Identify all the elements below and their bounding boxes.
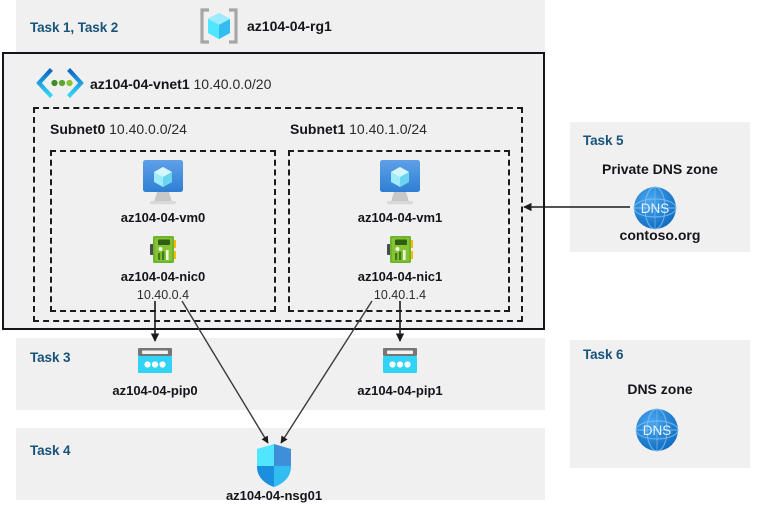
task6-heading: DNS zone — [627, 381, 693, 397]
svg-text:DNS: DNS — [641, 201, 670, 216]
virtual-machine-icon — [372, 158, 428, 206]
task3-panel — [16, 338, 545, 410]
nic1-label: az104-04-nic1 — [357, 269, 443, 284]
subnet1-inner-boundary — [288, 150, 510, 312]
virtual-machine-icon — [135, 158, 191, 206]
task-label-6: Task 6 — [583, 347, 624, 362]
vnet-title: az104-04-vnet1 10.40.0.0/20 — [90, 76, 271, 92]
subnet1-title: Subnet1 10.40.1.0/24 — [290, 121, 427, 137]
resource-group-name-text: az104-04-rg1 — [247, 18, 332, 34]
task5-zone-name: contoso.org — [619, 227, 701, 243]
public-ip-address-icon — [381, 345, 419, 377]
vnet-name: az104-04-vnet1 — [90, 76, 190, 92]
network-interface-icon — [147, 233, 180, 266]
network-security-group-icon — [254, 443, 294, 489]
pip0-label: az104-04-pip0 — [112, 383, 198, 398]
resource-group-icon — [198, 7, 240, 45]
subnet1-name: Subnet1 — [290, 121, 346, 137]
nic0-ip: 10.40.0.4 — [136, 288, 190, 302]
pip1-label: az104-04-pip1 — [357, 383, 443, 398]
nic1-ip: 10.40.1.4 — [373, 288, 427, 302]
subnet0-title: Subnet0 10.40.0.0/24 — [50, 121, 187, 137]
task-label-3: Task 3 — [30, 350, 71, 365]
public-ip-address-icon — [136, 345, 174, 377]
subnet0-inner-boundary — [50, 150, 276, 312]
vnet-cidr: 10.40.0.0/20 — [193, 76, 272, 92]
vm0-label: az104-04-vm0 — [120, 210, 206, 225]
network-interface-icon — [384, 233, 417, 266]
dns-zone-icon: DNS — [631, 184, 679, 232]
subnet1-cidr: 10.40.1.0/24 — [349, 121, 427, 137]
task-label-4: Task 4 — [30, 443, 71, 458]
subnet0-cidr: 10.40.0.0/24 — [109, 121, 187, 137]
task5-panel — [570, 122, 750, 252]
dns-zone-icon: DNS — [633, 406, 681, 454]
subnets-group-boundary — [33, 107, 523, 322]
nsg-label: az104-04-nsg01 — [225, 488, 323, 503]
vm1-label: az104-04-vm1 — [357, 210, 443, 225]
svg-text:DNS: DNS — [643, 423, 672, 438]
vnet-container — [2, 52, 545, 330]
task5-heading: Private DNS zone — [602, 161, 718, 177]
task-label-1-2: Task 1, Task 2 — [30, 20, 119, 35]
resource-group-name: az104-04-rg1 — [247, 18, 332, 34]
virtual-network-icon — [36, 68, 84, 98]
subnet0-name: Subnet0 — [50, 121, 106, 137]
task-label-5: Task 5 — [583, 133, 624, 148]
nic0-label: az104-04-nic0 — [120, 269, 206, 284]
resource-group-header-panel — [16, 0, 545, 52]
